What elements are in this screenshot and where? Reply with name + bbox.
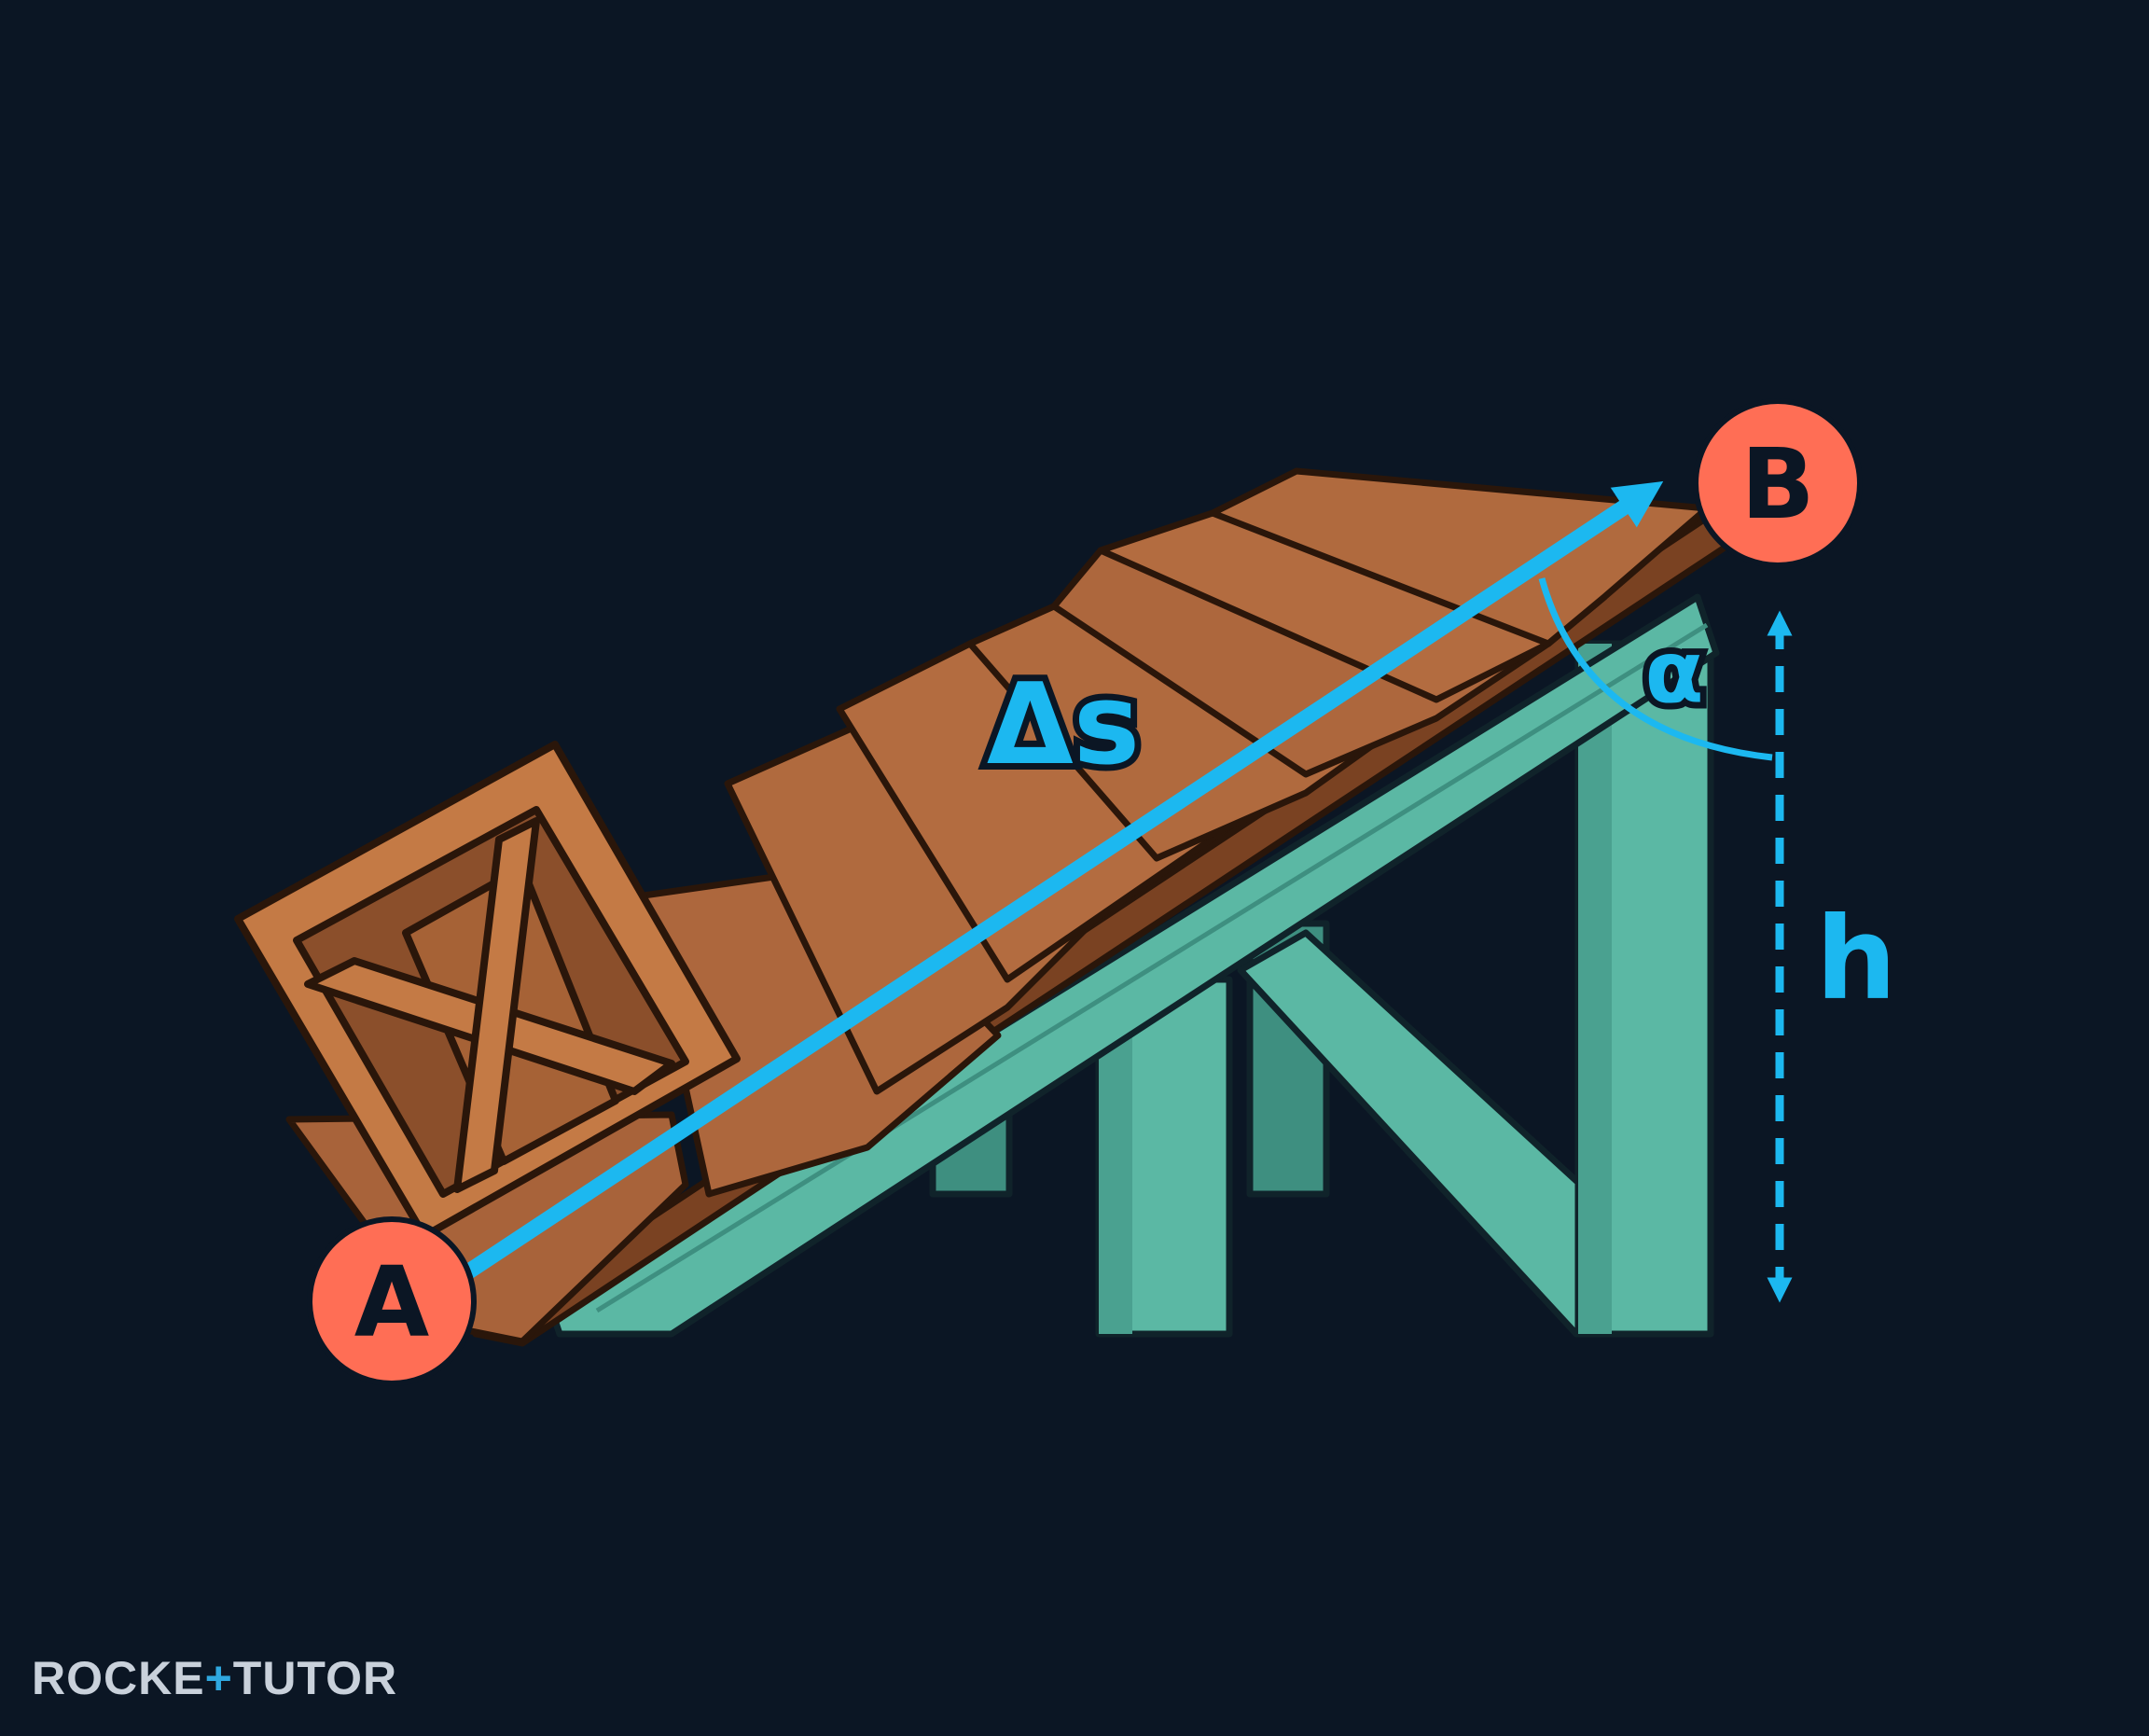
displacement-label: Δs (987, 660, 1140, 790)
angle-arc (1538, 577, 1773, 761)
point-a-marker: A (307, 1216, 477, 1386)
displacement-arrow (454, 480, 1664, 1285)
logo-text-left: ROCKE (32, 1652, 205, 1704)
logo-rocket-mark: + (204, 1652, 233, 1704)
height-label: h (1816, 893, 1897, 1025)
point-b-label: B (1740, 427, 1814, 541)
deck-plank (1209, 467, 1711, 647)
point-a-label: A (354, 1245, 430, 1359)
logo-text-right: TUTOR (232, 1652, 398, 1704)
point-b-marker: B (1693, 398, 1863, 568)
angle-label: α (1644, 622, 1703, 722)
brand-logo: ROCKE+TUTOR (32, 1651, 397, 1705)
wooden-crate (234, 741, 741, 1240)
